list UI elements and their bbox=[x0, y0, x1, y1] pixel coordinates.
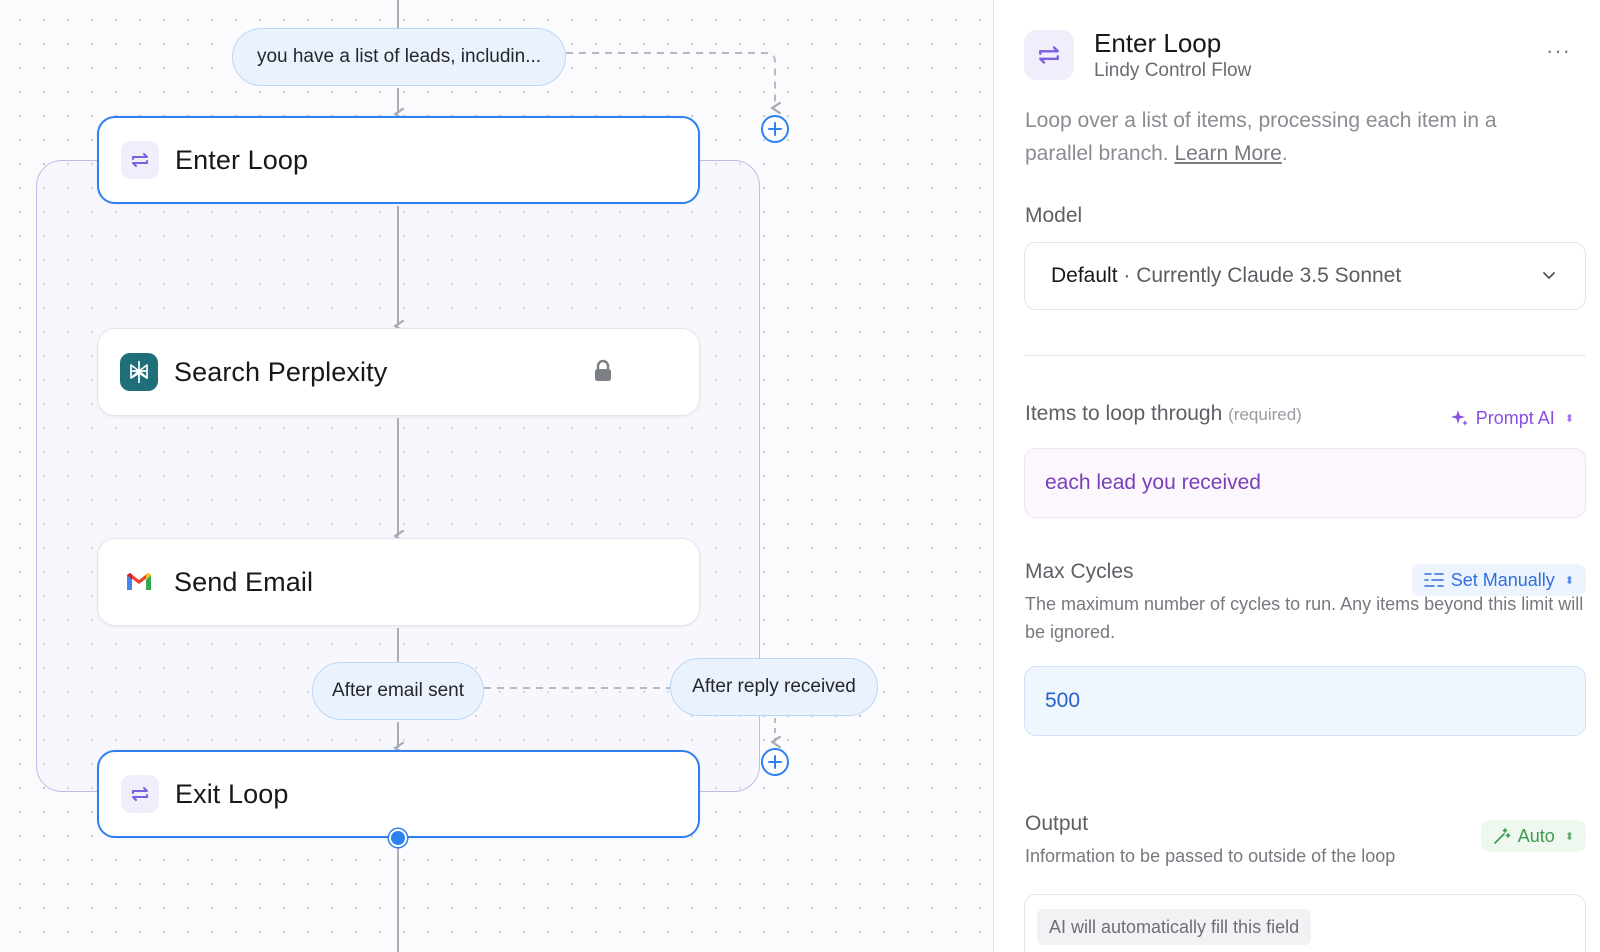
max-cycles-input[interactable]: 500 bbox=[1024, 666, 1586, 736]
node-label: Search Perplexity bbox=[174, 356, 388, 387]
model-value-rest: · Currently Claude 3.5 Sonnet bbox=[1117, 264, 1402, 287]
learn-more-link[interactable]: Learn More bbox=[1174, 142, 1282, 165]
sliders-icon bbox=[1423, 573, 1444, 587]
branch-label: After email sent bbox=[332, 680, 464, 701]
send-email-node[interactable]: Send Email bbox=[97, 538, 700, 626]
items-value: each lead you received bbox=[1045, 471, 1261, 494]
add-step-button[interactable] bbox=[761, 115, 789, 143]
prompt-ai-mode-button[interactable]: Prompt AI ⬍ bbox=[1438, 402, 1586, 434]
magic-wand-icon bbox=[1493, 828, 1511, 844]
output-field[interactable]: AI will automatically fill this field bbox=[1024, 894, 1586, 952]
more-options-icon[interactable]: ··· bbox=[1546, 38, 1571, 63]
section-divider bbox=[1024, 355, 1586, 356]
panel-divider bbox=[993, 0, 994, 952]
gmail-logo-icon bbox=[120, 563, 158, 601]
items-to-loop-input[interactable]: each lead you received bbox=[1024, 448, 1586, 518]
flow-connectors bbox=[393, 0, 782, 952]
max-cycles-label: Max Cycles bbox=[1025, 560, 1134, 583]
auto-mode-button[interactable]: Auto ⬍ bbox=[1480, 820, 1586, 852]
plus-circle-icon bbox=[768, 755, 782, 769]
items-label: Items to loop through (required) bbox=[1025, 402, 1302, 426]
model-value-strong: Default bbox=[1051, 264, 1118, 287]
output-helper: Information to be passed to outside of t… bbox=[1025, 846, 1396, 866]
panel-title: Enter Loop bbox=[1094, 28, 1222, 58]
enter-loop-node[interactable]: Enter Loop bbox=[97, 116, 700, 204]
updown-chevron-icon: ⬍ bbox=[1564, 412, 1574, 425]
trigger-prompt-pill[interactable]: you have a list of leads, includin... bbox=[232, 28, 566, 86]
output-placeholder-chip: AI will automatically fill this field bbox=[1037, 909, 1312, 945]
loop-arrows-icon bbox=[1024, 30, 1074, 80]
trigger-prompt-text: you have a list of leads, includin... bbox=[256, 46, 542, 67]
auto-label: Auto bbox=[1517, 825, 1555, 846]
perplexity-logo-icon bbox=[120, 353, 158, 391]
prompt-ai-label: Prompt AI bbox=[1475, 407, 1555, 428]
node-label: Exit Loop bbox=[175, 778, 289, 809]
node-label: Send Email bbox=[174, 566, 314, 597]
updown-chevron-icon: ⬍ bbox=[1564, 574, 1574, 587]
step-description: Loop over a list of items, processing ea… bbox=[1025, 104, 1565, 170]
output-label: Output bbox=[1025, 812, 1089, 835]
required-tag: (required) bbox=[1228, 405, 1302, 424]
description-text: Loop over a list of items, processing ea… bbox=[1025, 109, 1497, 165]
branch-label: After reply received bbox=[692, 676, 856, 697]
model-select[interactable]: Default · Currently Claude 3.5 Sonnet bbox=[1024, 242, 1586, 310]
items-label-text: Items to loop through bbox=[1025, 402, 1223, 425]
after-reply-received-branch[interactable]: After reply received bbox=[670, 658, 878, 716]
chevron-down-icon bbox=[1543, 272, 1555, 279]
description-end: . bbox=[1281, 142, 1288, 165]
after-email-sent-branch[interactable]: After email sent bbox=[312, 662, 484, 720]
max-cycles-helper: The maximum number of cycles to run. Any… bbox=[1025, 594, 1584, 642]
output-connection-handle[interactable] bbox=[389, 829, 407, 847]
updown-chevron-icon: ⬍ bbox=[1564, 830, 1574, 843]
exit-loop-node[interactable]: Exit Loop bbox=[97, 750, 700, 838]
panel-subtitle: Lindy Control Flow bbox=[1094, 60, 1252, 81]
search-perplexity-node[interactable]: Search Perplexity bbox=[97, 328, 700, 416]
loop-arrows-icon bbox=[121, 775, 159, 813]
sparkle-icon bbox=[1450, 410, 1468, 426]
step-config-panel: Enter Loop Lindy Control Flow ··· Loop o… bbox=[994, 0, 1600, 952]
loop-arrows-icon bbox=[121, 141, 159, 179]
max-cycles-value: 500 bbox=[1045, 689, 1081, 712]
node-label: Enter Loop bbox=[175, 144, 309, 175]
set-manually-mode-button[interactable]: Set Manually ⬍ bbox=[1411, 564, 1586, 596]
lock-icon bbox=[595, 359, 611, 381]
plus-circle-icon bbox=[768, 122, 782, 136]
set-manually-label: Set Manually bbox=[1450, 569, 1555, 590]
workflow-canvas[interactable]: you have a list of leads, includin... En… bbox=[0, 0, 993, 952]
add-step-button[interactable] bbox=[761, 748, 789, 776]
model-label: Model bbox=[1025, 204, 1083, 227]
